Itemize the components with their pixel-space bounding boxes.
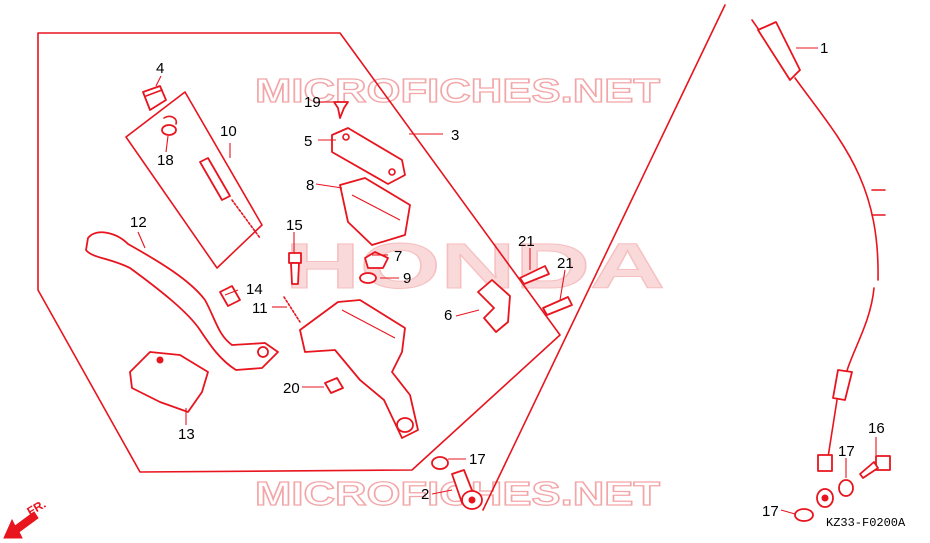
callout-21-upper: 21 xyxy=(518,233,535,250)
cap-4 xyxy=(142,85,167,111)
callout-labels: 1 2 3 4 5 6 7 8 9 10 11 12 13 14 15 16 1… xyxy=(130,40,885,520)
callout-20: 20 xyxy=(283,380,300,397)
callout-3: 3 xyxy=(451,127,459,144)
callout-17-right: 17 xyxy=(838,443,855,460)
diagram-code: KZ33-F0200A xyxy=(826,516,906,530)
callout-17-bottom: 17 xyxy=(762,503,779,520)
callout-13: 13 xyxy=(178,426,195,443)
callout-16: 16 xyxy=(868,420,885,437)
adjuster-2 xyxy=(451,469,483,510)
lever-12 xyxy=(85,231,279,371)
master-cylinder-outlet xyxy=(396,417,414,433)
cable xyxy=(482,4,886,511)
master-cylinder-assembly-outline xyxy=(37,32,561,473)
diaphragm-8 xyxy=(339,177,411,246)
bolt-21-upper xyxy=(519,265,550,285)
clip-9 xyxy=(359,272,377,284)
washer-17-left xyxy=(431,456,449,470)
callout-11: 11 xyxy=(252,300,268,317)
front-label: FR. xyxy=(25,497,49,519)
holder-13 xyxy=(129,351,209,413)
callout-4: 4 xyxy=(156,60,164,77)
watermark-top: MICROFICHES.NET xyxy=(255,72,660,109)
callout-9: 9 xyxy=(403,270,411,287)
callout-12: 12 xyxy=(130,214,147,231)
callout-18: 18 xyxy=(157,152,174,169)
callout-8: 8 xyxy=(306,177,314,194)
callout-1: 1 xyxy=(820,40,828,57)
callout-7: 7 xyxy=(394,248,402,265)
bracket-6 xyxy=(477,279,511,333)
callout-19: 19 xyxy=(304,94,321,111)
piston-kit-outline xyxy=(125,91,263,269)
arrow-down-left-icon xyxy=(3,511,39,539)
cable-leader-line xyxy=(482,4,726,511)
screw-19 xyxy=(333,101,349,119)
spring-11 xyxy=(283,296,301,323)
washer-17-right xyxy=(838,479,854,497)
callout-17-left: 17 xyxy=(469,451,486,468)
bolt-16 xyxy=(859,455,891,479)
pivot-14 xyxy=(219,285,241,307)
callout-14: 14 xyxy=(246,281,263,298)
callout-6: 6 xyxy=(444,307,452,324)
callout-21-lower: 21 xyxy=(557,255,574,272)
reservoir-cap-5 xyxy=(331,127,406,185)
callout-2: 2 xyxy=(421,486,429,503)
callout-5: 5 xyxy=(304,133,312,150)
washer-17-bottom xyxy=(794,508,814,522)
piston-10 xyxy=(199,157,261,239)
bolt-15 xyxy=(288,252,302,285)
watermark-center: HONDA xyxy=(285,230,665,302)
front-direction-indicator: FR. xyxy=(3,497,49,539)
leader-lines xyxy=(137,47,877,515)
lever-pivot xyxy=(257,346,269,358)
callout-15: 15 xyxy=(286,217,303,234)
holder-bolt-13 xyxy=(156,356,164,364)
float-7 xyxy=(364,251,389,269)
master-cylinder-3 xyxy=(299,299,419,439)
clip-18 xyxy=(163,115,178,125)
bolt-21-lower xyxy=(542,296,573,316)
callout-10: 10 xyxy=(220,123,237,140)
ring-18 xyxy=(161,124,177,136)
cap-20 xyxy=(324,377,344,394)
